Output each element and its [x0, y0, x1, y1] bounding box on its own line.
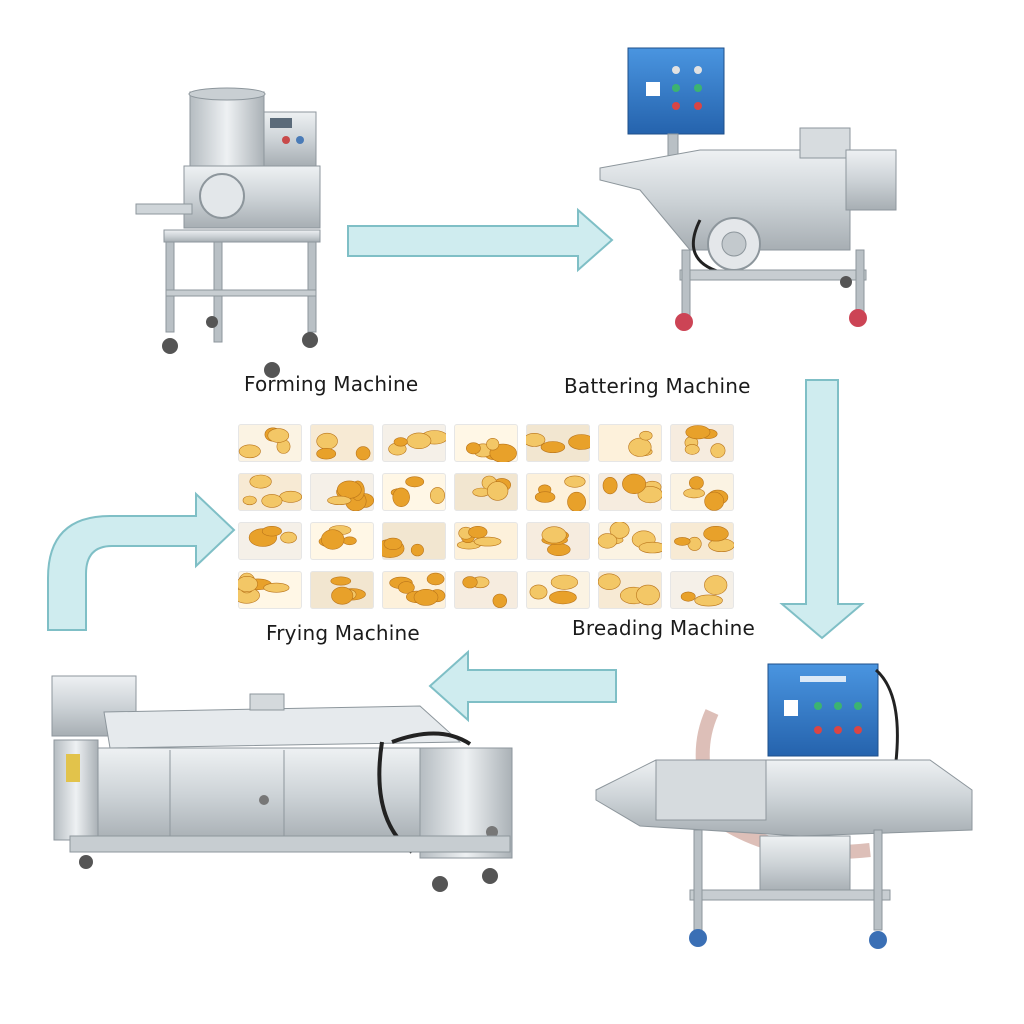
food-thumbnail [670, 571, 734, 609]
food-thumbnail [526, 571, 590, 609]
forming-machine-label: Forming Machine [244, 372, 419, 396]
breading-machine-label: Breading Machine [572, 616, 755, 640]
food-thumbnail [382, 473, 446, 511]
food-thumbnail [382, 522, 446, 560]
food-thumbnail [382, 571, 446, 609]
food-thumbnail [670, 424, 734, 462]
forming-machine-image [135, 87, 321, 378]
arrow-curved-icon [47, 491, 236, 631]
arrow-down-icon [779, 379, 865, 640]
food-thumbnail [310, 473, 374, 511]
food-thumbnail [598, 473, 662, 511]
food-thumbnail [382, 424, 446, 462]
food-thumbnail [670, 473, 734, 511]
food-thumbnail [310, 522, 374, 560]
food-thumbnail [670, 522, 734, 560]
food-thumbnail [454, 522, 518, 560]
arrow-right-icon [347, 207, 614, 273]
food-product-grid [238, 424, 738, 614]
arrow-left-icon [428, 649, 617, 723]
breading-machine-image [595, 663, 973, 949]
flow-arrows [47, 207, 865, 723]
food-thumbnail [526, 473, 590, 511]
food-thumbnail [238, 424, 302, 462]
frying-machine-image [51, 675, 513, 892]
food-thumbnail [238, 522, 302, 560]
food-thumbnail [598, 522, 662, 560]
food-thumbnail [526, 424, 590, 462]
food-thumbnail [238, 473, 302, 511]
food-thumbnail [598, 424, 662, 462]
food-thumbnail [310, 424, 374, 462]
food-thumbnail [238, 571, 302, 609]
food-thumbnail [526, 522, 590, 560]
food-thumbnail [454, 571, 518, 609]
food-thumbnail [454, 473, 518, 511]
battering-machine-label: Battering Machine [564, 374, 751, 398]
food-thumbnail [598, 571, 662, 609]
battering-machine-image [599, 47, 897, 331]
food-thumbnail [454, 424, 518, 462]
frying-machine-label: Frying Machine [266, 621, 420, 645]
food-thumbnail [310, 571, 374, 609]
